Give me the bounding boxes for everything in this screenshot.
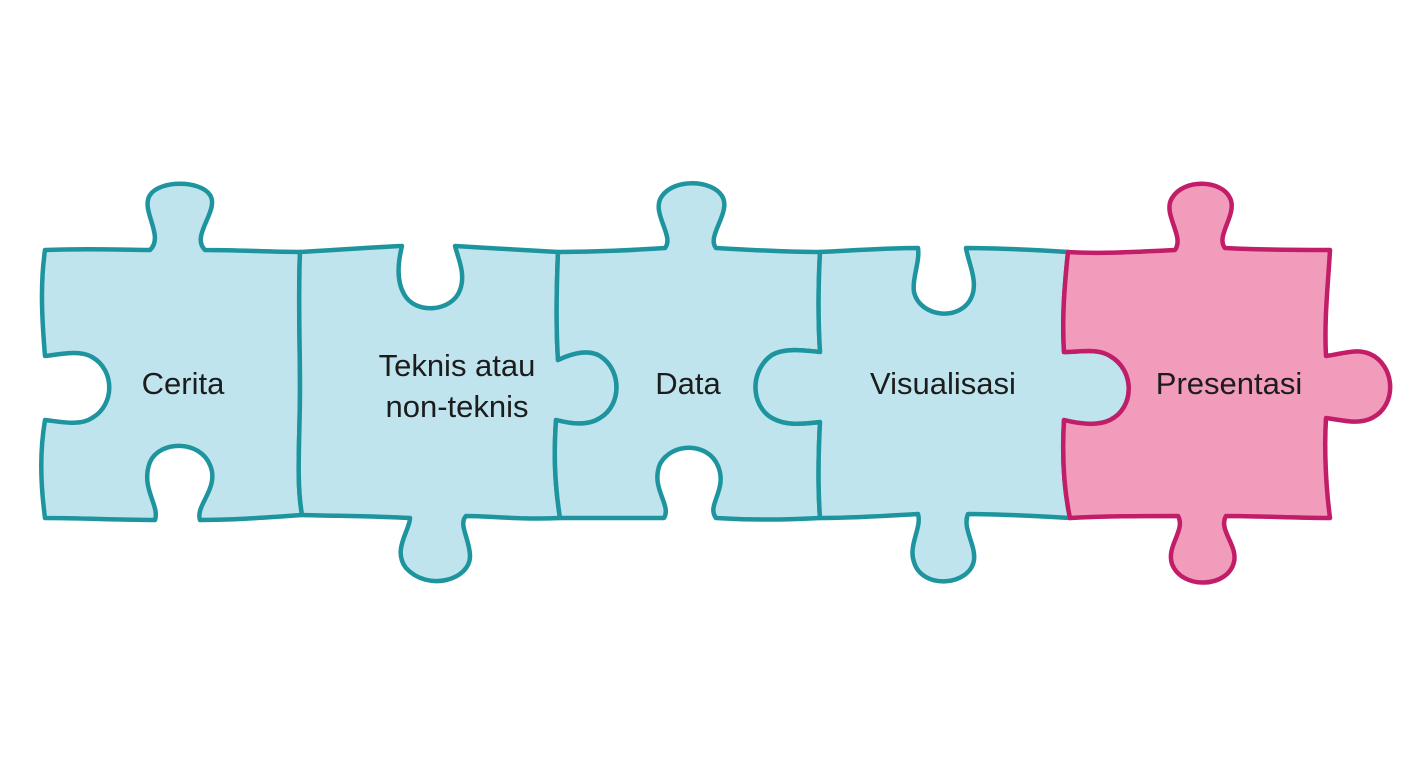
piece-label-presentasi: Presentasi bbox=[1156, 366, 1302, 401]
piece-label-cerita: Cerita bbox=[142, 366, 225, 401]
puzzle-piece-cerita bbox=[39, 181, 305, 523]
puzzle-piece-presentasi bbox=[1060, 181, 1393, 585]
piece-label-teknis-line2: non-teknis bbox=[385, 389, 528, 424]
piece-label-teknis-line1: Teknis atau bbox=[379, 348, 536, 383]
piece-label-data: Data bbox=[655, 366, 721, 401]
piece-label-visualisasi: Visualisasi bbox=[870, 366, 1016, 401]
